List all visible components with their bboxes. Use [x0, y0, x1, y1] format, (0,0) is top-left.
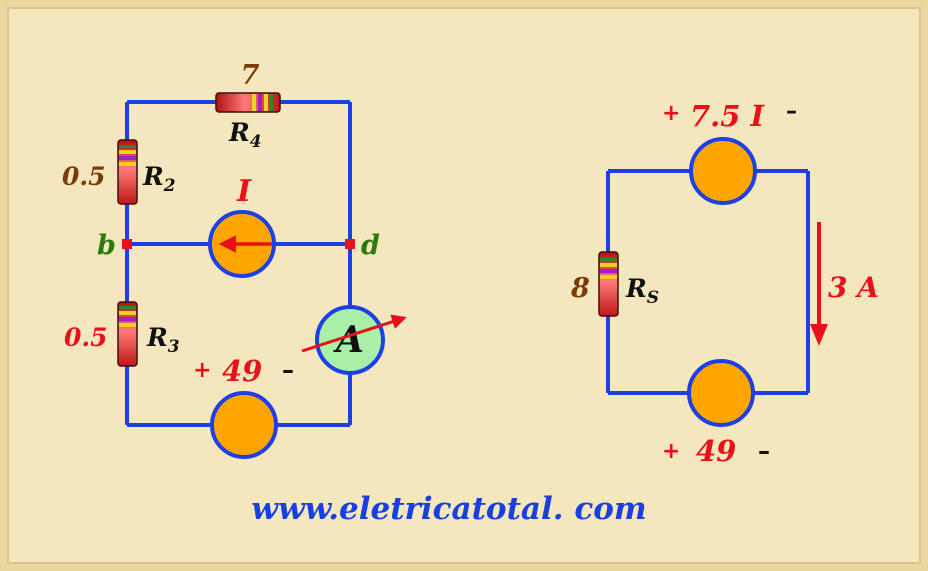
left-source-value: 49: [222, 354, 262, 388]
current-3a-label: 3 A: [828, 271, 879, 304]
rs-value: 8: [570, 273, 590, 304]
website-url: www.eletricatotal. com: [251, 491, 646, 527]
node-b-label: b: [97, 230, 116, 261]
ammeter: A: [301, 305, 407, 375]
bottom-source-value: 49: [696, 434, 736, 468]
node-b-dot: [122, 239, 132, 249]
r2-label: R2: [142, 162, 176, 196]
top-source-minus: –: [786, 99, 797, 124]
current-source-i: [208, 210, 276, 278]
right-circuit: + 7.5 I – 8 RS 3 A + 49 –: [570, 99, 879, 468]
current-source-label: I: [236, 174, 252, 209]
ammeter-arrow-icon: [301, 314, 407, 353]
resistor-r2: [117, 139, 138, 205]
node-d-label: d: [361, 230, 380, 261]
dependent-source: [689, 137, 757, 205]
top-source-value: 7.5 I: [690, 99, 766, 133]
r4-value: 7: [241, 60, 260, 91]
bottom-source-plus: +: [662, 439, 680, 464]
resistor-rs: [598, 251, 619, 317]
r3-label: R3: [146, 323, 180, 357]
left-source-minus: –: [282, 356, 294, 384]
rs-label: RS: [625, 274, 659, 308]
left-source-plus: +: [193, 358, 211, 383]
left-circuit: 7 R4 0.5 R2 0.5 R3 b d: [62, 60, 407, 459]
r3-value: 0.5: [64, 323, 108, 352]
bottom-source-minus: –: [758, 437, 770, 465]
current-3a-arrowhead-icon: [810, 324, 828, 346]
node-d-dot: [345, 239, 355, 249]
r2-value: 0.5: [62, 162, 106, 191]
r4-label: R4: [228, 118, 262, 152]
voltage-source-49-left: [210, 391, 278, 459]
voltage-source-49-right: [687, 359, 755, 427]
top-source-plus: +: [662, 101, 680, 126]
resistor-r4: [215, 92, 281, 113]
background-panel: [7, 7, 921, 564]
resistor-r3: [117, 301, 138, 367]
